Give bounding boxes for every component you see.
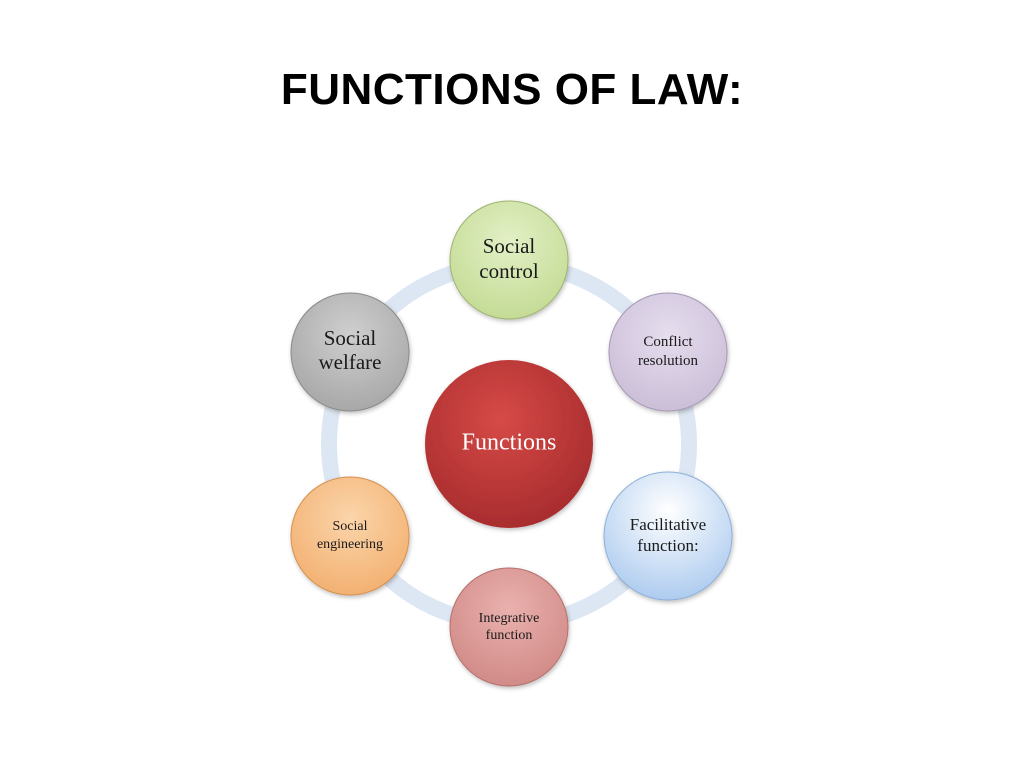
svg-text:Facilitative: Facilitative <box>630 515 706 534</box>
node-social-control: Social control <box>449 200 569 320</box>
node-social-welfare-circle <box>290 292 410 412</box>
node-conflict-resolution-line-1: Conflict <box>643 334 693 350</box>
node-facilitative-function-circle <box>603 471 733 601</box>
node-conflict-resolution: Conflict resolution <box>608 292 728 412</box>
node-social-engineering-line-2: engineering <box>317 537 383 552</box>
svg-text:function:: function: <box>637 536 698 555</box>
svg-text:Conflict: Conflict <box>643 334 693 350</box>
node-conflict-resolution-line-2: resolution <box>638 353 698 369</box>
node-facilitative-function-line-1: Facilitative <box>630 515 706 534</box>
node-social-control-line-2: control <box>479 259 539 283</box>
node-integrative-function-circle <box>449 567 569 687</box>
node-facilitative-function-line-2: function: <box>637 536 698 555</box>
node-social-welfare: Social welfare <box>290 292 410 412</box>
svg-text:control: control <box>479 259 539 283</box>
svg-text:Social: Social <box>324 326 377 350</box>
node-social-control-line-1: Social <box>483 234 536 258</box>
node-social-engineering: Social engineering <box>290 476 410 596</box>
svg-text:Social: Social <box>483 234 536 258</box>
center-circle <box>425 360 593 528</box>
node-social-welfare-line-1: Social <box>324 326 377 350</box>
node-facilitative-function: Facilitative function: <box>603 471 733 601</box>
svg-text:function: function <box>486 628 533 643</box>
center-label: Functions <box>462 430 557 456</box>
node-social-welfare-line-2: welfare <box>319 350 382 374</box>
node-conflict-resolution-circle <box>608 292 728 412</box>
node-integrative-function-line-1: Integrative <box>479 611 540 626</box>
node-social-control-circle <box>449 200 569 320</box>
node-social-engineering-circle <box>290 476 410 596</box>
svg-text:engineering: engineering <box>317 537 383 552</box>
svg-text:Social: Social <box>333 519 368 534</box>
node-integrative-function: Integrative function <box>449 567 569 687</box>
svg-text:resolution: resolution <box>638 353 698 369</box>
node-integrative-function-line-2: function <box>486 628 533 643</box>
center-node: Functions <box>425 360 593 528</box>
svg-text:welfare: welfare <box>319 350 382 374</box>
svg-text:Integrative: Integrative <box>479 611 540 626</box>
slide-title: FUNCTIONS OF LAW: <box>280 65 744 114</box>
node-social-engineering-line-1: Social <box>333 519 368 534</box>
